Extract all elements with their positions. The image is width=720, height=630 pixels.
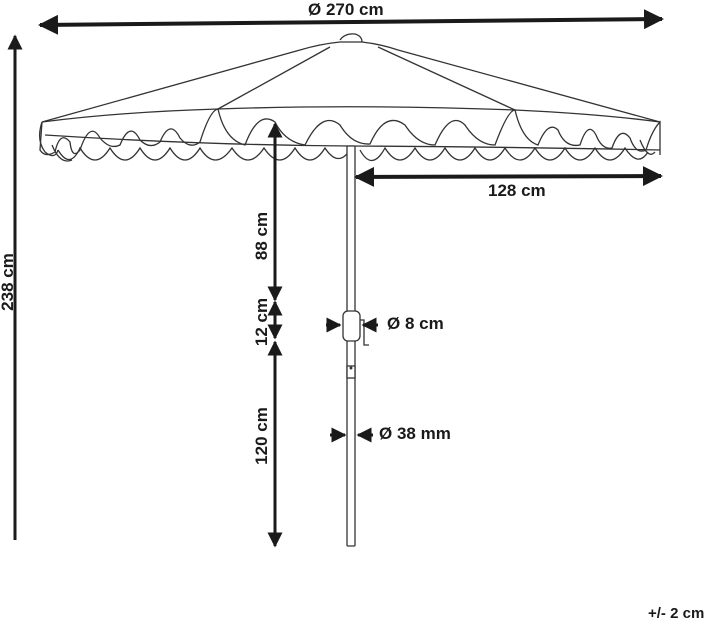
diameter-arrow <box>38 9 664 35</box>
crank-diameter-label: Ø 8 cm <box>387 314 444 333</box>
tolerance-label: +/- 2 cm <box>648 605 705 622</box>
diameter-label: Ø 270 cm <box>308 0 384 19</box>
total-height-label: 238 cm <box>0 253 17 311</box>
radius-label: 128 cm <box>488 181 546 200</box>
crank-segment-label: 12 cm <box>252 297 271 347</box>
pole-diameter-label: Ø 38 mm <box>379 424 451 443</box>
radius-arrow <box>354 166 663 187</box>
umbrella-canopy <box>38 33 661 162</box>
upper-segment-label: 88 cm <box>252 211 271 261</box>
lower-segment-label: 120 cm <box>252 407 271 465</box>
umbrella-pole <box>342 145 369 547</box>
